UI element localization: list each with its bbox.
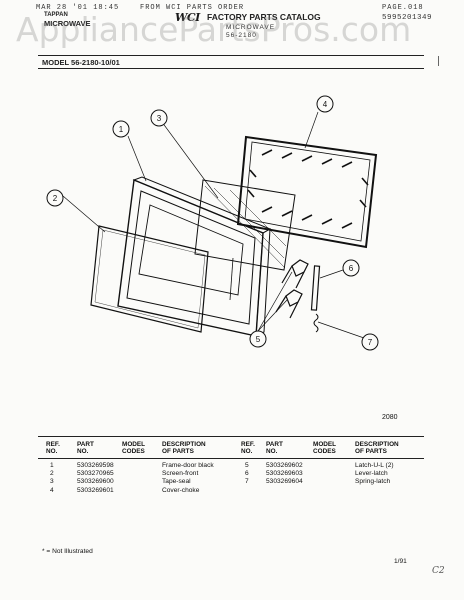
part-description: Cover-choke [162, 486, 200, 494]
table-top-rule [38, 436, 424, 437]
header-part-no-right: PART NO. [266, 441, 283, 456]
product-line: MICROWAVE 56-2180 [226, 24, 275, 39]
header-desc-line2: OF PARTS [162, 448, 194, 456]
header-description-left: DESCRIPTION OF PARTS [162, 441, 206, 456]
part-description: Latch-U-L (2) [355, 462, 394, 469]
spring-latch-part [313, 313, 319, 333]
screen-front-part [90, 225, 209, 333]
table-row: 6 5303269603 Lever-latch [241, 470, 421, 478]
part-number: 5303269600 [77, 478, 114, 486]
callout-5-number: 5 [256, 335, 261, 344]
header-part-no-left: PART NO. [77, 441, 94, 456]
ref-number: 5 [245, 462, 249, 469]
callout-4 [316, 95, 334, 113]
header-model-line1-r: MODEL [313, 441, 337, 448]
ref-number: 6 [245, 470, 249, 478]
callout-7-number: 7 [368, 338, 373, 347]
header-part-line1: PART [77, 441, 94, 448]
not-illustrated-note: * = Not Illustrated [42, 548, 93, 555]
revision-date: 1/91 [394, 558, 407, 565]
callout-6-number: 6 [349, 264, 354, 273]
part-number: 5303269598 [77, 462, 114, 469]
callout-7 [361, 333, 379, 351]
header-part-line2: NO. [77, 448, 89, 456]
cover-choke-part [236, 135, 378, 249]
fax-page-number: PAGE.018 [382, 4, 424, 12]
header-ref-no-right: REF. NO. [241, 441, 255, 456]
exploded-parts-diagram: 1 2 3 4 5 6 7 [46, 95, 379, 351]
watermark: AppliancePartsPros.com [16, 10, 412, 49]
brand-name: TAPPAN [44, 12, 68, 18]
part-description: Frame-door black [162, 462, 214, 469]
header-part-line2-r: NO. [266, 448, 278, 456]
ref-number: 1 [50, 462, 54, 469]
callout-2 [46, 189, 64, 207]
part-number: 5303269602 [266, 462, 303, 469]
latch-parts [275, 259, 309, 319]
part-description: Spring-latch [355, 478, 391, 486]
callout-6 [342, 259, 360, 277]
figure-number: 2080 [382, 414, 398, 421]
fax-sender: FROM WCI PARTS ORDER [140, 4, 245, 12]
header-description-right: DESCRIPTION OF PARTS [355, 441, 399, 456]
lever-latch-part [310, 265, 321, 311]
model-rule [38, 68, 424, 69]
table-header-rule [38, 458, 424, 459]
part-description: Lever-latch [355, 470, 388, 478]
part-number: 5303269604 [266, 478, 303, 486]
header-ref-no-left: REF. NO. [46, 441, 60, 456]
callout-3 [150, 109, 168, 127]
header-part-line1-r: PART [266, 441, 283, 448]
ref-number: 2 [50, 470, 54, 478]
header-ref-line1-r: REF. [241, 441, 255, 448]
part-description: Screen-front [162, 470, 199, 478]
header-model-codes-right: MODEL CODES [313, 441, 336, 456]
product-line-number: 56-2180 [226, 31, 257, 39]
product-line-name: MICROWAVE [226, 24, 276, 31]
model-number: MODEL 56-2180-10/01 [42, 58, 120, 67]
catalog-number: 5995201349 [382, 14, 433, 22]
ref-number: 3 [50, 478, 54, 486]
callout-4-number: 4 [323, 100, 328, 109]
callout-1-number: 1 [119, 125, 124, 134]
header-ref-line1: REF. [46, 441, 60, 448]
header-model-line1: MODEL [122, 441, 146, 448]
handwritten-mark: C2 [432, 566, 445, 576]
header-ref-line2-r: NO. [241, 448, 253, 456]
part-number: 5303270965 [77, 470, 114, 478]
table-row: 1 5303269598 Frame-door black [46, 462, 236, 470]
frame-door-part [117, 176, 272, 337]
header-model-codes-left: MODEL CODES [122, 441, 145, 456]
parts-list-left: 1 5303269598 Frame-door black 2 53032709… [46, 462, 236, 495]
table-row: 7 5303269604 Spring-latch [241, 478, 421, 486]
tape-seal-part [194, 179, 296, 271]
product-category: MICROWAVE [44, 19, 91, 28]
callout-3-number: 3 [157, 114, 162, 123]
header-model-line2-r: CODES [313, 448, 336, 456]
header-desc-line1: DESCRIPTION [162, 441, 206, 448]
parts-list-right: 5 5303269602 Latch-U-L (2) 6 5303269603 … [241, 462, 421, 487]
table-row: 2 5303270965 Screen-front [46, 470, 236, 478]
part-description: Tape-seal [162, 478, 191, 486]
callout-1 [112, 120, 130, 138]
table-row: 5 5303269602 Latch-U-L (2) [241, 462, 421, 470]
header-desc-line2-r: OF PARTS [355, 448, 387, 456]
catalog-title: FACTORY PARTS CATALOG [207, 12, 321, 22]
page-edge-mark [438, 56, 439, 66]
header-rule [38, 55, 424, 56]
callout-2-number: 2 [53, 194, 58, 203]
header-desc-line1-r: DESCRIPTION [355, 441, 399, 448]
ref-number: 7 [245, 478, 249, 486]
ref-number: 4 [50, 486, 54, 494]
part-number: 5303269603 [266, 470, 303, 478]
table-row: 4 5303269601 Cover-choke [46, 487, 236, 495]
leader-lines [62, 111, 365, 339]
part-number: 5303269601 [77, 486, 114, 494]
fax-timestamp: MAR 28 '01 18:45 [36, 4, 120, 12]
table-row: 3 5303269600 Tape-seal [46, 478, 236, 486]
callout-5 [249, 330, 267, 348]
wci-logo: WCI [175, 11, 200, 24]
header-model-line2: CODES [122, 448, 145, 456]
header-ref-line2: NO. [46, 448, 58, 456]
